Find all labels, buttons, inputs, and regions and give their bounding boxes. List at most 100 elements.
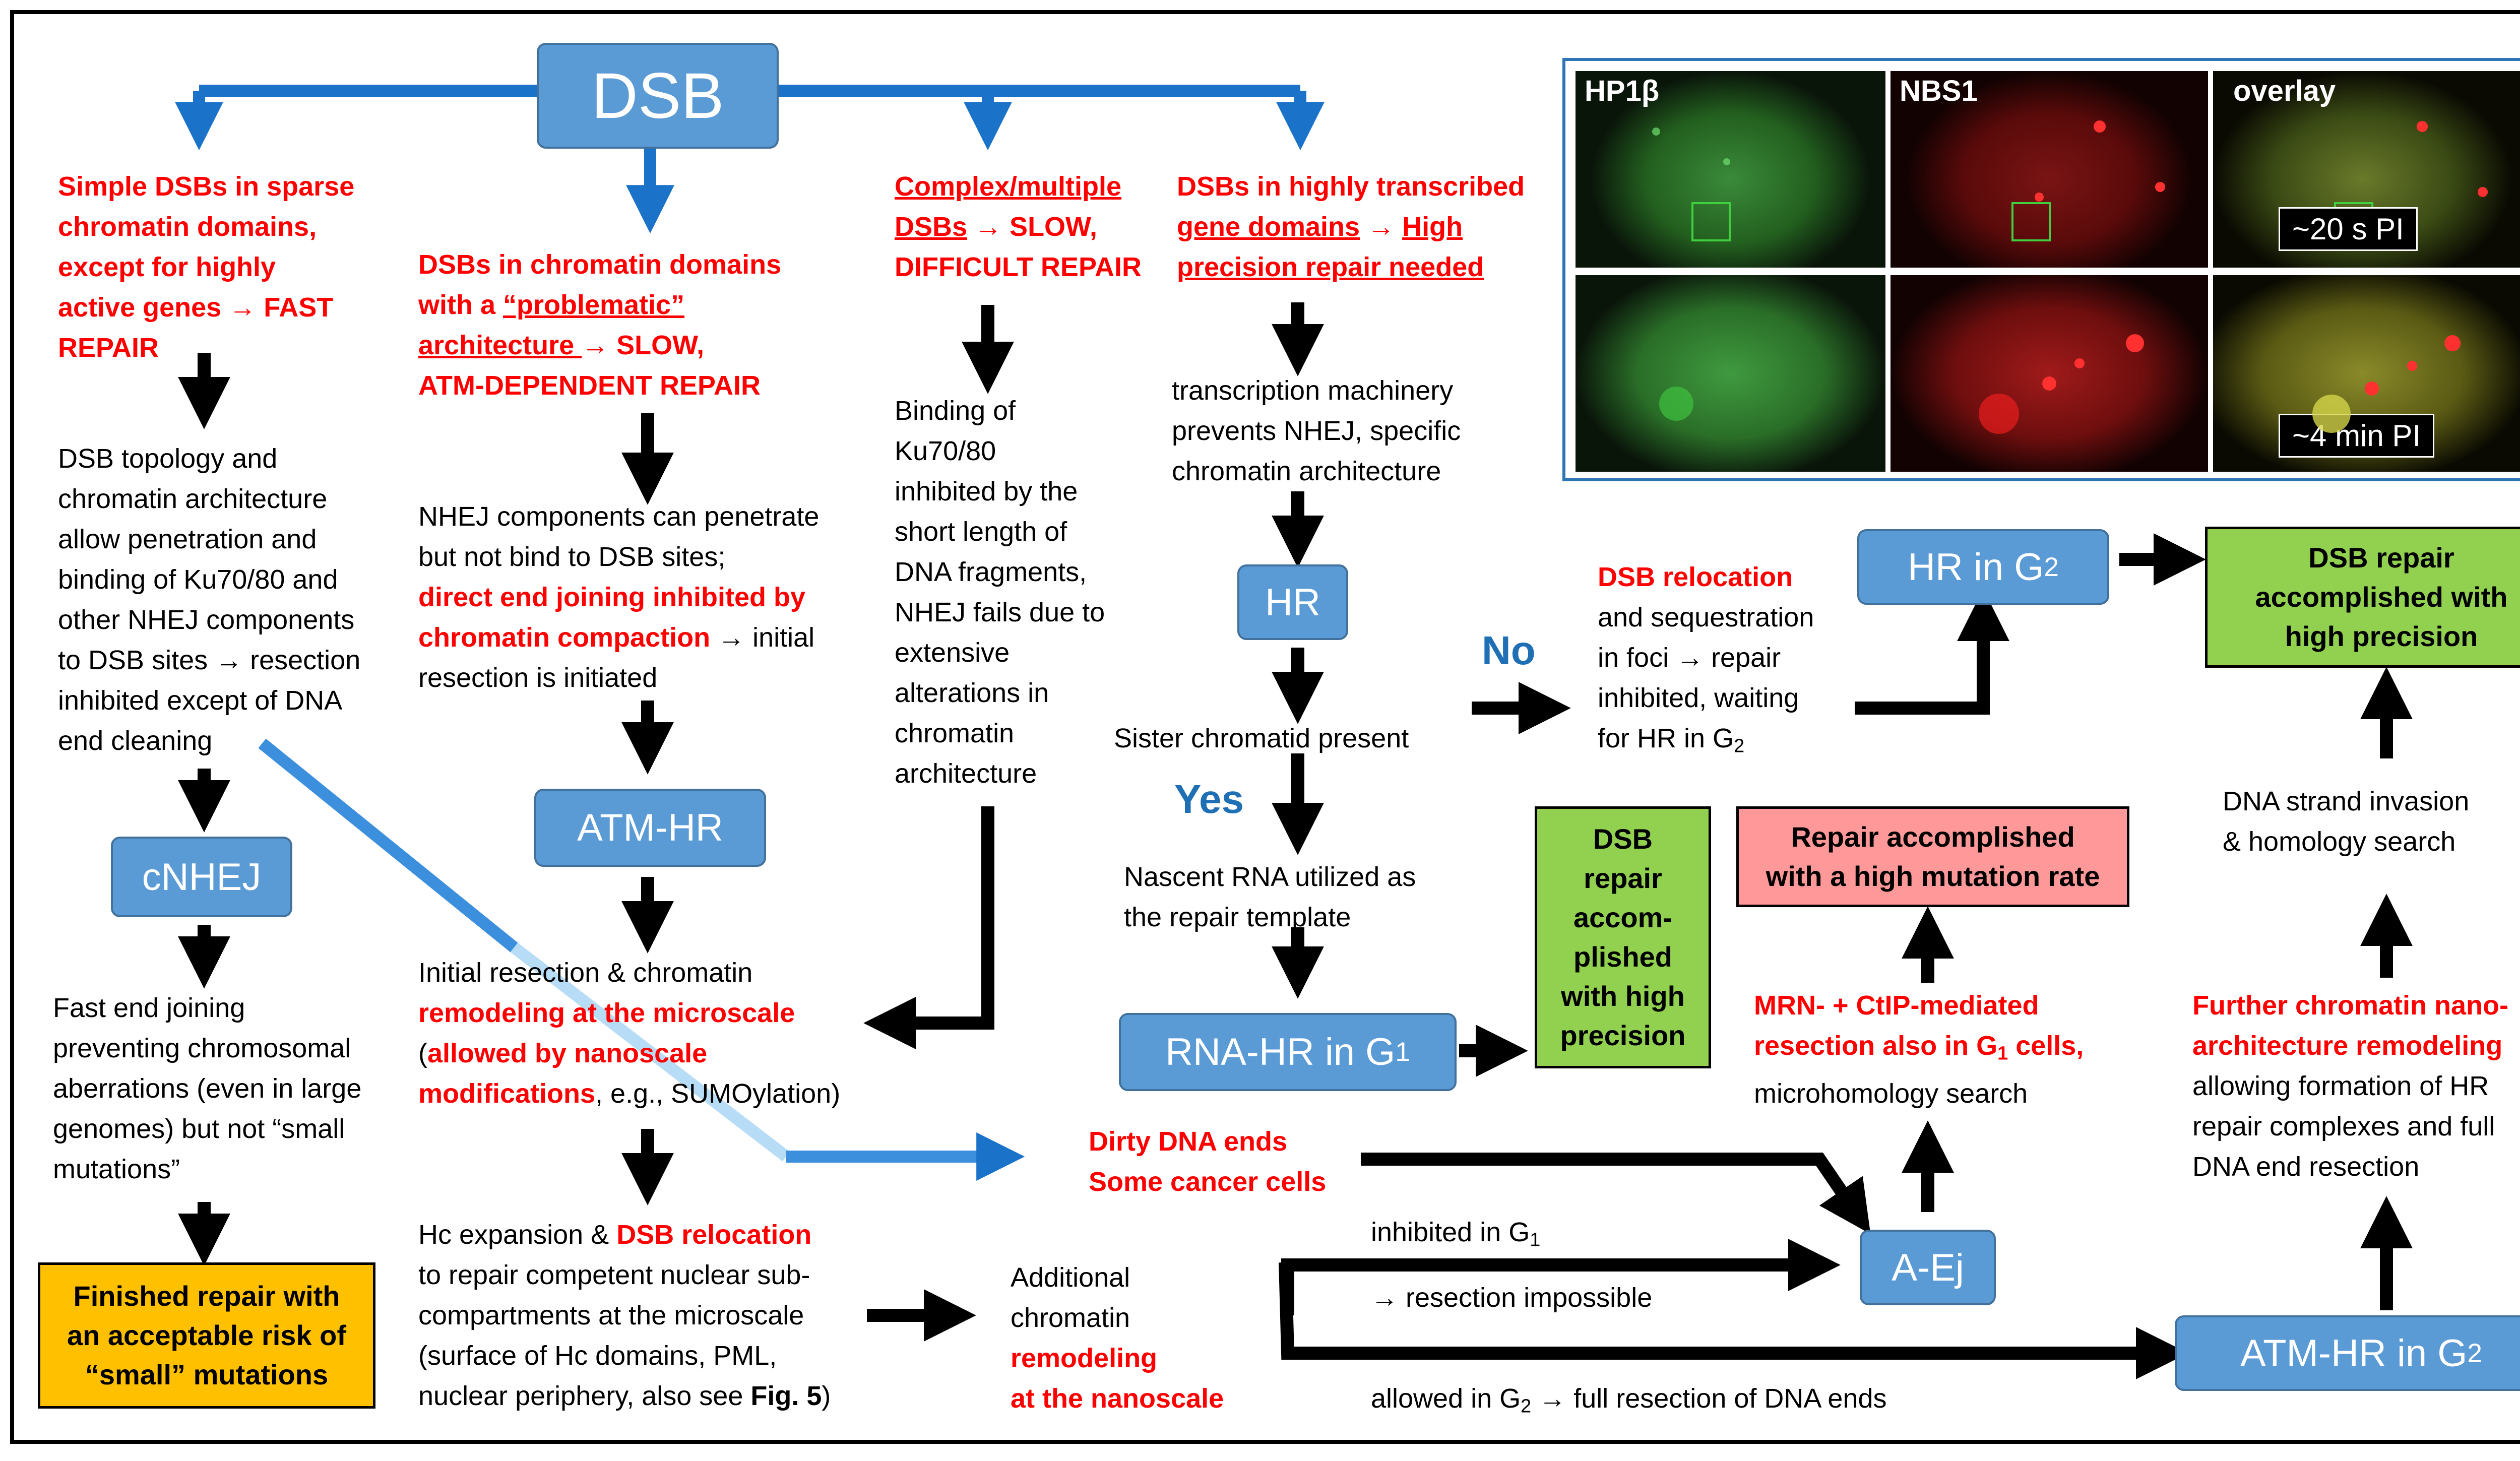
mrn-part: cells, [2008,1031,2084,1061]
col1-desc2-line: genomes) but not “small [53,1114,345,1144]
col2-exp-black: ) [822,1381,831,1411]
col3-desc-line: Binding of [895,396,1016,426]
col4-description: transcription machinery prevents NHEJ, s… [1172,370,1461,491]
col2-exp-line: (surface of Hc domains, PML, [418,1341,777,1371]
col2-desc-line: but not bind to DSB sites; [418,542,726,572]
sister-chromatid-text: Sister chromatid present [1114,723,1409,753]
dirty-dna-text: Dirty DNA ends Some cancer cells [1089,1121,1326,1202]
col4-header: DSBs in highly transcribed gene domains … [1177,166,1525,287]
finished-line: “small” mutations [85,1359,329,1390]
micro-foci [1652,120,2488,434]
mrn-line: microhomology search [1754,1078,2028,1109]
col1-header-line: chromatin domains, [58,212,317,242]
flow-arrows [178,302,2413,1379]
nascent-rna-text: Nascent RNA utilized as the repair templ… [1124,857,1416,937]
col1-desc-line: end cleaning [58,726,213,756]
further-remodeling-text: Further chromatin nano- architecture rem… [2192,985,2508,1187]
col3-desc-line: alterations in [895,678,1049,708]
cnhej-box: cNHEJ [111,837,292,917]
yes-label: Yes [1174,777,1244,821]
col2-exp-black: Hc expansion & [418,1220,617,1250]
col1-desc2-line: mutations” [53,1154,180,1184]
col2-header-architecture: architecture [418,330,582,360]
no-label: No [1482,628,1536,673]
col3-header-part: → SLOW, [967,212,1098,242]
allowed-g2-text: allowed in G2 → full resection of DNA en… [1371,1378,1887,1426]
col2-res-red: modifications [418,1078,596,1109]
col2-desc-line: resection is initiated [418,663,658,693]
col1-desc-line: chromatin architecture [58,484,328,514]
further-line: Further chromatin nano- [2192,990,2509,1021]
col2-resection: Initial resection & chromatin remodeling… [418,952,840,1114]
allowed-part: allowed in G [1371,1383,1521,1414]
relocation-line: DSB relocation [1598,562,1793,592]
col1-header-line: Simple DSBs in sparse [58,171,355,202]
col4-header-line: precision repair needed [1177,252,1484,282]
col2-res-red: allowed by nanoscale [427,1038,708,1068]
col2-description: NHEJ components can penetrate but not bi… [418,496,819,698]
further-line: architecture remodeling [2192,1031,2503,1061]
atm-hr-g2-subscript: 2 [2467,1338,2482,1368]
micro-label-hp1: HP1β [1585,75,1660,107]
col2-header-line: ATM-DEPENDENT REPAIR [418,370,761,401]
col2-res-line: (allowed by nanoscale [418,1033,840,1073]
col1-desc-line: allow penetration and [58,524,317,554]
inhibited-subscript: 1 [1530,1229,1541,1251]
micro-label-nbs1: NBS1 [1900,75,1978,107]
nascent-line: Nascent RNA utilized as [1124,862,1416,892]
dirty-line: Some cancer cells [1089,1167,1327,1197]
col3-description: Binding of Ku70/80 inhibited by the shor… [895,391,1105,794]
green-line: with high [1561,980,1685,1012]
col2-res-paren: ( [418,1038,427,1068]
green-line: accom- [1573,902,1673,933]
outer-frame [10,10,2520,1444]
finished-line: Finished repair with [73,1280,340,1312]
time-label-20s: ~20 s PI [2279,207,2418,251]
additional-line: remodeling [1011,1343,1158,1373]
col2-exp-line: compartments at the microscale [418,1300,804,1330]
mrn-text: MRN- + CtIP-mediated resection also in G… [1754,985,2084,1114]
rna-hr-success-box: DSB repair accom- plished with high prec… [1535,806,1711,1068]
col3-header: Complex/multiple DSBs → SLOW, DIFFICULT … [895,166,1142,287]
col4-header-gene: gene domains [1177,212,1360,242]
col2-res-line: modifications, e.g., SUMOylation) [418,1073,840,1114]
strand-line: & homology search [2223,827,2456,857]
col2-exp-line: nuclear periphery, also see Fig. 5) [418,1376,831,1416]
relocation-part: for HR in G [1598,723,1734,753]
additional-line: at the nanoscale [1011,1383,1224,1414]
col4-desc-line: chromatin architecture [1172,456,1441,486]
col2-header-line: DSBs in chromatin domains [418,249,782,280]
col1-desc2-line: preventing chromosomal [53,1033,351,1063]
success-line: high precision [2285,620,2478,652]
additional-remodeling-text: Additional chromatin remodeling at the n… [1011,1257,1224,1419]
col2-desc-red: chromatin compaction [418,622,711,653]
col3-desc-line: DNA fragments, [895,557,1087,587]
allowing-line: repair complexes and full [2192,1111,2495,1141]
nascent-line: the repair template [1124,902,1351,932]
dirty-ends-arrow [258,738,1025,1181]
relocation-line: inhibited, waiting [1598,683,1799,713]
col3-header-line: DIFFICULT REPAIR [895,252,1142,282]
a-ej-box: A-Ej [1860,1230,1996,1305]
col1-desc2-line: Fast end joining [53,993,245,1023]
relocation-text: DSB relocation and sequestration in foci… [1598,557,1814,766]
micro-overlay-late: ~4 min PI [2213,275,2520,472]
green-line: DSB [1593,823,1653,855]
roi-box [1691,202,1731,241]
hr-box: HR [1237,564,1348,640]
finished-repair-box: Finished repair with an acceptable risk … [38,1262,375,1409]
col4-header-line: gene domains → High [1177,207,1525,247]
strand-line: DNA strand invasion [2223,786,2470,816]
additional-line: chromatin [1011,1303,1130,1333]
col2-desc-line: direct end joining inhibited by [418,582,805,612]
relocation-line: for HR in G2 [1598,718,1814,766]
pink-line: Repair accomplished [1791,821,2075,853]
high-mutation-box: Repair accomplished with a high mutation… [1736,806,2129,907]
microscopy-panel: HP1β NBS1 overlay ~20 s PI ~4 min PI [1562,58,2520,481]
micro-label-overlay: overlay [2233,75,2336,107]
mrn-line: resection also in G1 cells, [1754,1026,2084,1073]
allowed-subscript: 2 [1521,1395,1532,1417]
micro-nbs1-late [1891,275,2208,472]
